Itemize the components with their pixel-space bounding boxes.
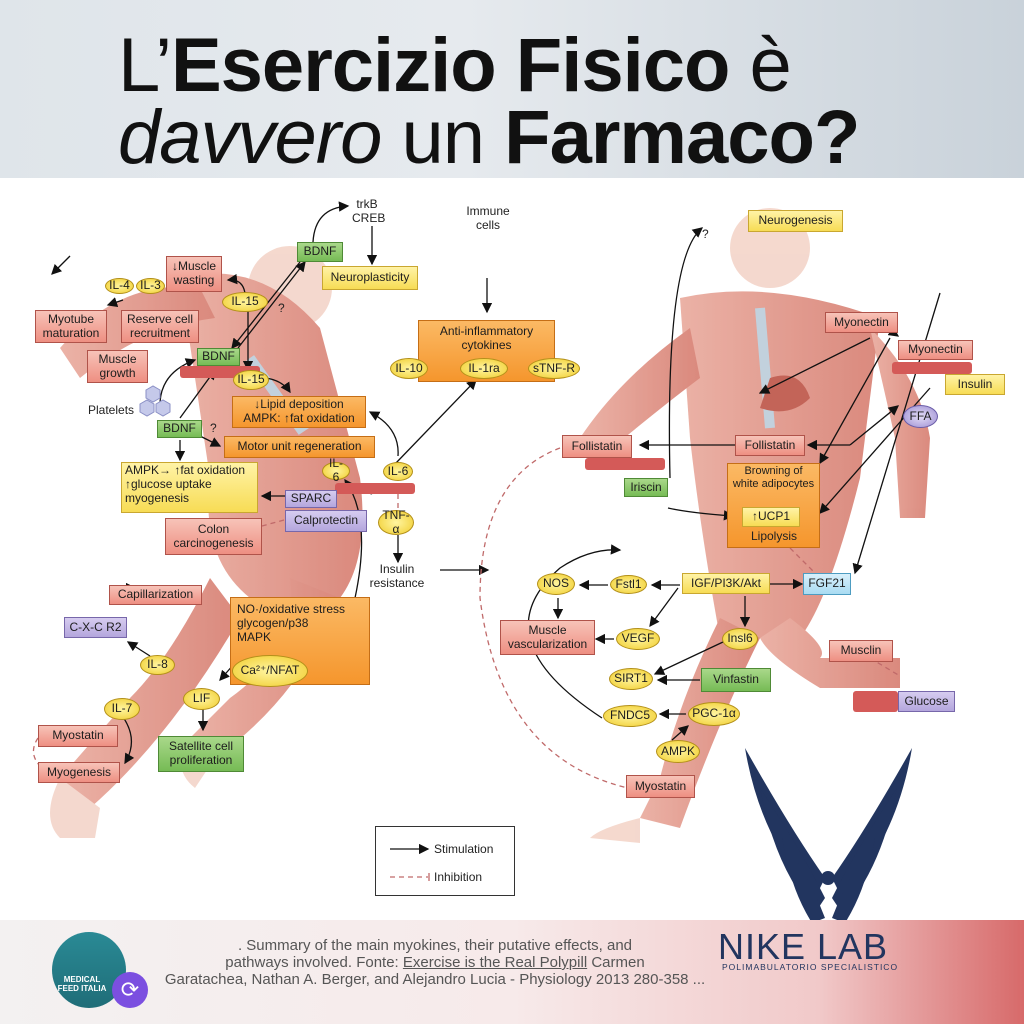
nike-lab-wings-logo <box>745 748 912 920</box>
muscle-wasting: ↓Muscle wasting <box>166 256 222 292</box>
legend-stimulation: Stimulation <box>434 842 494 856</box>
myonectin-b: Myonectin <box>898 340 973 360</box>
il6-b: IL-6 <box>383 462 413 481</box>
myostatin-right: Myostatin <box>626 775 695 798</box>
title-banner: L’Esercizio Fisico è davvero un Farmaco? <box>0 0 1024 178</box>
question-mark: ? <box>278 301 285 315</box>
bdnf-low: BDNF <box>157 420 202 438</box>
il7: IL-7 <box>104 698 140 720</box>
nos: NOS <box>537 573 575 595</box>
legend-inhibition: Inhibition <box>434 870 483 884</box>
muscle-vascularization: Muscle vascularization <box>500 620 595 655</box>
brand-subtitle: POLIMABULATORIO SPECIALISTICO <box>722 962 899 972</box>
il8: IL-8 <box>140 655 175 675</box>
vegf: VEGF <box>616 628 660 650</box>
caption-line-1: . Summary of the main myokines, their pu… <box>237 937 633 954</box>
il15-mid: IL-15 <box>233 370 269 390</box>
muscle-cell-bars <box>180 362 972 712</box>
title-line-2: davvero un Farmaco? <box>118 95 860 180</box>
vinfastin: Vinfastin <box>701 668 771 692</box>
question-mark-3: ? <box>702 227 709 241</box>
myostatin-left: Myostatin <box>38 725 118 747</box>
motor-unit-regeneration: Motor unit regeneration <box>224 436 375 458</box>
lif: LIF <box>183 688 220 710</box>
capillarization: Capillarization <box>109 585 202 605</box>
platelets-label: Platelets <box>88 403 135 417</box>
bdnf-mid: BDNF <box>197 348 240 366</box>
follistatin-b: Follistatin <box>735 435 805 456</box>
myonectin-a: Myonectin <box>825 312 898 333</box>
ampk-right: AMPK <box>656 740 700 763</box>
fndc5: FNDC5 <box>603 705 657 727</box>
footer: MEDICAL FEED ITALIA ⟳ . Summary of the m… <box>0 920 1024 1024</box>
sparc: SPARC <box>285 490 337 508</box>
legend-keys <box>390 843 430 881</box>
colon-carcinogenesis: Colon carcinogenesis <box>165 518 262 555</box>
reserve-cell-recruitment: Reserve cell recruitment <box>121 310 199 343</box>
musclin: Musclin <box>829 640 893 662</box>
glucose: Glucose <box>898 691 955 712</box>
legend: Stimulation Inhibition <box>375 826 515 896</box>
tnf-alpha: TNF-α <box>378 508 414 535</box>
follistatin-a: Follistatin <box>562 435 632 458</box>
il1ra: IL-1ra <box>460 358 508 379</box>
browning-white-adipocytes-box: Browning of white adipocytes <box>727 463 820 548</box>
cxcr2: C-X-C R2 <box>64 617 127 638</box>
lipolysis-label: Lipolysis <box>750 529 798 543</box>
myotube-maturation: Myotube maturation <box>35 310 107 343</box>
il10: IL-10 <box>390 358 428 379</box>
il15-top: IL-15 <box>222 292 268 312</box>
fgf21: FGF21 <box>803 573 851 595</box>
neurogenesis: Neurogenesis <box>748 210 843 232</box>
ucp1: ↑UCP1 <box>742 507 800 527</box>
ffa: FFA <box>903 405 938 428</box>
il4: IL-4 <box>105 278 134 294</box>
il3: IL-3 <box>136 278 165 294</box>
sirt1: SIRT1 <box>609 668 653 690</box>
sync-icon[interactable]: ⟳ <box>112 972 148 1008</box>
insl6: Insl6 <box>722 628 758 650</box>
satellite-cell-proliferation: Satellite cell proliferation <box>158 736 244 772</box>
pgc1a: PGC-1α <box>688 702 740 726</box>
source-link[interactable]: Exercise is the Real Polypill <box>402 954 588 971</box>
question-mark-2: ? <box>210 421 217 435</box>
anti-inflammatory-cytokines: Anti-inflammatory cytokines <box>418 320 555 382</box>
neuroplasticity: Neuroplasticity <box>322 266 418 290</box>
brand-name: NIKE LAB <box>718 926 889 967</box>
caption-line-2: pathways involved. Fonte: Exercise is th… <box>225 954 645 971</box>
immune-cells-label: Immune cells <box>466 204 510 232</box>
insulin-resistance-label: Insulin resistance <box>369 562 425 590</box>
calprotectin: Calprotectin <box>285 510 367 532</box>
caption-line-3: Garatachea, Nathan A. Berger, and Alejan… <box>164 971 706 988</box>
bdnf-top: BDNF <box>297 242 343 262</box>
stnfr: sTNF-R <box>528 358 580 379</box>
insulin: Insulin <box>945 374 1005 395</box>
fstl1: Fstl1 <box>610 575 647 594</box>
platelets-icon <box>139 385 171 417</box>
title-line-1: L’Esercizio Fisico è <box>118 23 792 108</box>
ca-nfat: Ca²⁺/NFAT <box>232 655 308 687</box>
muscle-growth: Muscle growth <box>87 350 148 383</box>
igf-pi3k-akt: IGF/PI3K/Akt <box>682 573 770 594</box>
iriscin: Iriscin <box>624 478 668 497</box>
myogenesis: Myogenesis <box>38 762 120 783</box>
il6-a: IL-6 <box>322 456 350 484</box>
